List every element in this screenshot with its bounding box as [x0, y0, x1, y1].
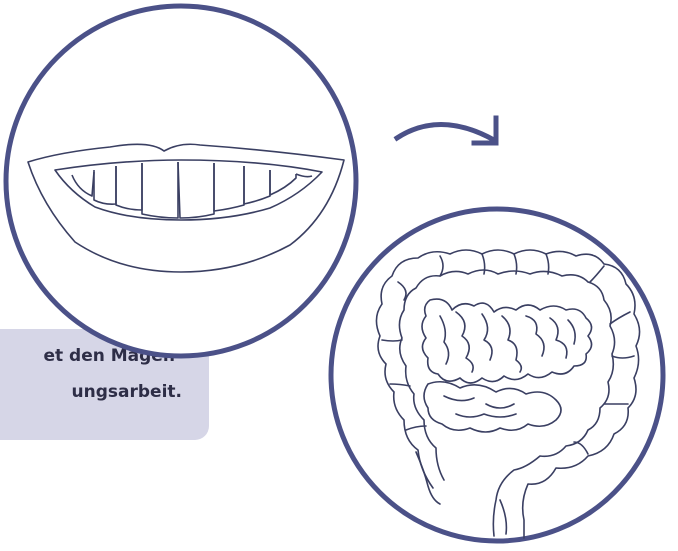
mouth-circle: [6, 6, 356, 356]
intestine-circle: [331, 209, 663, 541]
arrow-icon: [397, 118, 496, 143]
